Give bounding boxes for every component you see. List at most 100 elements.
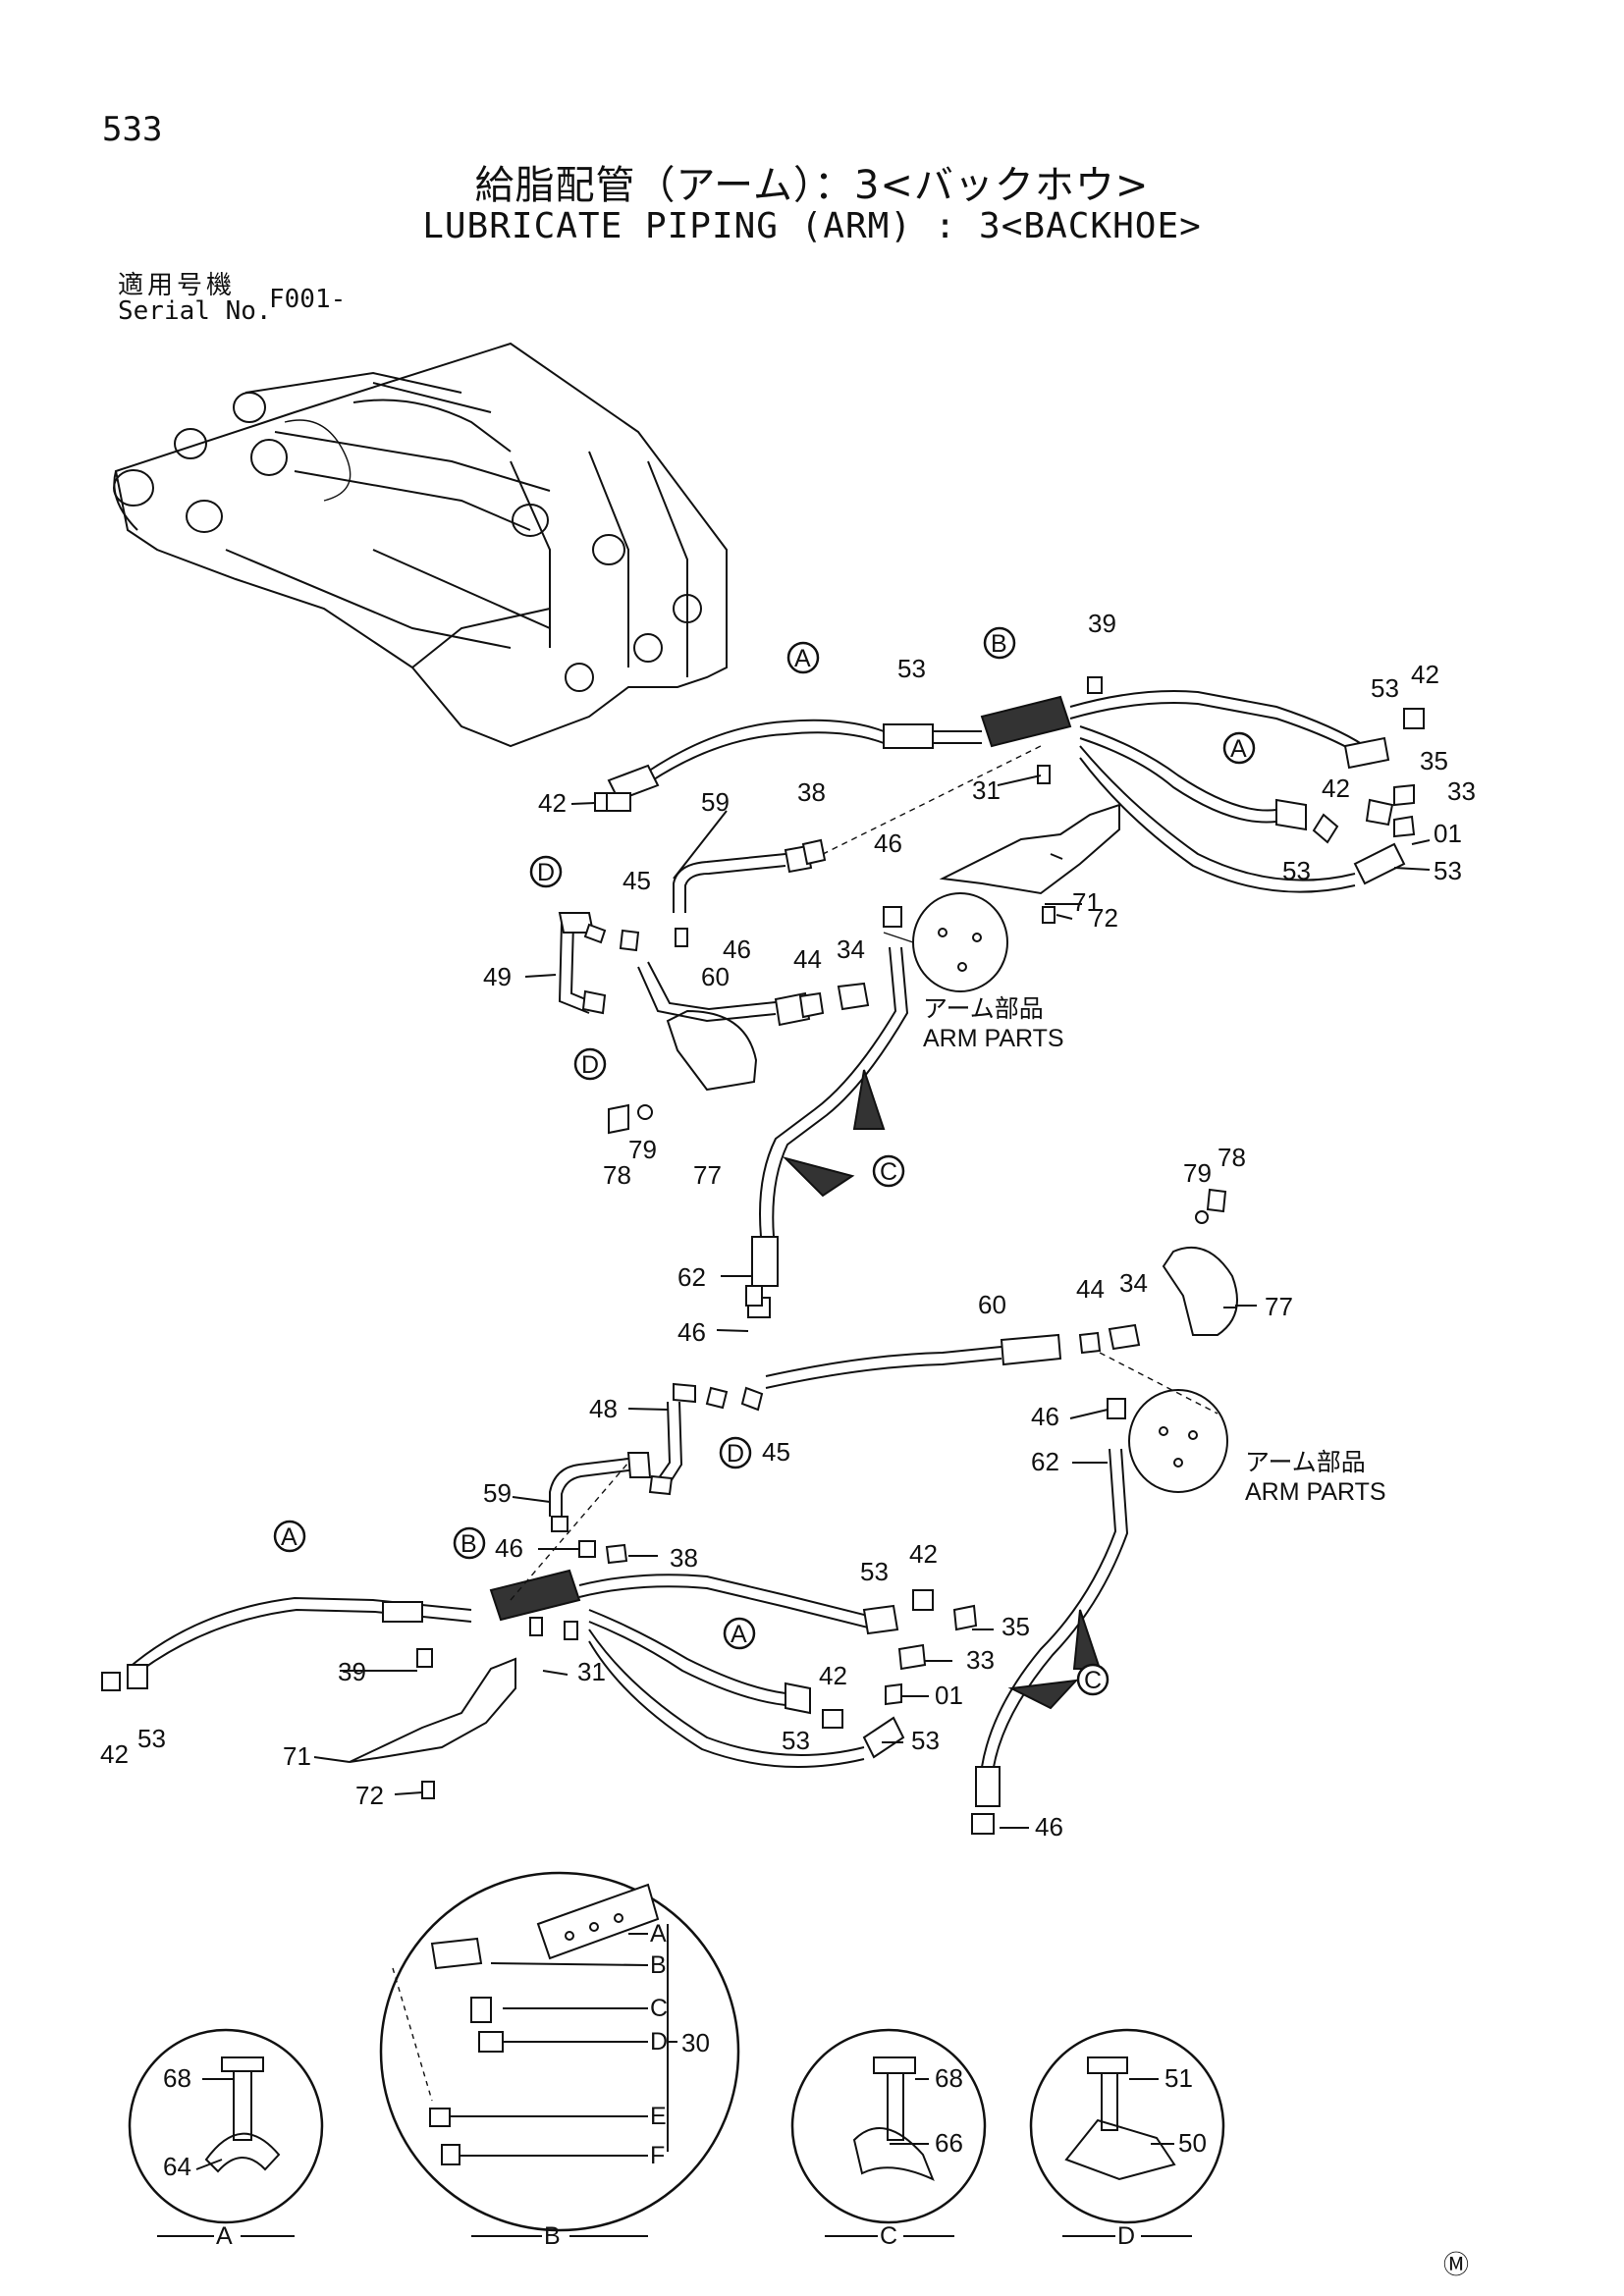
callout: 38 [670, 1543, 698, 1573]
callout: 53 [1434, 856, 1462, 885]
upper-assembly [558, 676, 1425, 1318]
page-title-english: LUBRICATE PIPING (ARM) : 3<BACKHOE> [422, 206, 1202, 246]
callout: 53 [897, 654, 926, 683]
page-number: 533 [102, 110, 163, 149]
detail-view-c [790, 2028, 987, 2224]
serial-label-english: Serial No. [118, 296, 272, 326]
callout: 66 [935, 2128, 963, 2158]
reference-letters: A B A D D C D A B A C [281, 630, 1247, 1694]
leader-lines [195, 774, 1431, 2170]
callout: 60 [978, 1290, 1006, 1319]
detail-label-c: C [880, 2222, 897, 2250]
detail-b-letter: D [650, 2028, 668, 2056]
callout: 46 [1031, 1402, 1059, 1431]
callout: 42 [1411, 660, 1439, 689]
reference-markers [273, 626, 1256, 1696]
callout: 79 [628, 1135, 657, 1164]
callout: 51 [1164, 2063, 1193, 2093]
ref-a-lower-mid: A [731, 1621, 747, 1648]
callout: 42 [819, 1661, 847, 1690]
arm-parts-label-en-lower: ARM PARTS [1245, 1478, 1386, 1506]
callout: 39 [1088, 609, 1116, 638]
arm-parts-label-en-upper: ARM PARTS [923, 1025, 1064, 1052]
callout: 01 [1434, 819, 1462, 848]
detail-callouts: 68 64 68 66 51 50 A B C D E F 30 A B C D [163, 1920, 1207, 2250]
callout: 78 [603, 1160, 631, 1190]
arm-parts-label-jp-upper: アーム部品 [923, 995, 1044, 1023]
callout: 53 [1371, 673, 1399, 703]
callout: 72 [355, 1781, 384, 1810]
callout: 77 [693, 1160, 722, 1190]
page-title-japanese: 給脂配管（アーム）：3<バックホウ> [474, 163, 1150, 208]
detail-label-d: D [1117, 2222, 1135, 2250]
callout: 45 [623, 866, 651, 895]
detail-view-a [128, 2028, 324, 2224]
callout: 53 [911, 1726, 940, 1755]
ref-a-upper: A [794, 645, 811, 672]
callout: 53 [782, 1726, 810, 1755]
callout: 48 [589, 1394, 618, 1423]
callout: 50 [1178, 2128, 1207, 2158]
callout: 44 [793, 944, 822, 974]
callout: 77 [1265, 1292, 1293, 1321]
callout: 33 [966, 1645, 995, 1675]
callout: 72 [1090, 903, 1118, 933]
callout: 35 [1001, 1612, 1030, 1641]
callout: 34 [837, 934, 865, 964]
serial-number-value: F001- [269, 285, 347, 314]
detail-b-letter: C [650, 1995, 668, 2022]
callout: 46 [1035, 1812, 1063, 1842]
callout: 62 [677, 1262, 706, 1292]
m-mark: Ⓜ [1443, 2250, 1469, 2279]
callout: 38 [797, 777, 826, 807]
ref-d-upper: D [537, 859, 555, 886]
callout: 53 [860, 1557, 889, 1586]
detail-view-d [1029, 2028, 1225, 2224]
callout: 71 [283, 1741, 311, 1771]
ref-d-upper-lower: D [581, 1051, 599, 1079]
callout: 79 [1183, 1158, 1212, 1188]
ref-b-lower: B [460, 1530, 477, 1558]
detail-label-a: A [216, 2222, 233, 2250]
lower-assembly [101, 1188, 1238, 1835]
callout: 42 [538, 788, 567, 818]
callout: 34 [1119, 1268, 1148, 1298]
callout: 46 [723, 934, 751, 964]
ref-a-lower: A [281, 1523, 298, 1551]
callout-numbers-lower: 79 78 77 60 44 34 46 62 48 45 59 46 38 5… [100, 1143, 1293, 1842]
callout-numbers-upper: 39 53 42 35 33 01 53 53 42 31 38 59 46 4… [483, 609, 1476, 1347]
callout: 46 [495, 1533, 523, 1563]
callout: 30 [681, 2028, 710, 2057]
callout: 64 [163, 2152, 191, 2181]
detail-b-letter: E [650, 2103, 667, 2130]
callout: 31 [972, 775, 1001, 805]
callout: 33 [1447, 776, 1476, 806]
callout: 53 [137, 1724, 166, 1753]
detail-b-letter: F [650, 2142, 665, 2169]
callout: 68 [935, 2063, 963, 2093]
callout: 42 [909, 1539, 938, 1569]
callout: 42 [1322, 774, 1350, 803]
callout: 31 [577, 1657, 606, 1686]
callout: 35 [1420, 746, 1448, 775]
callout: 59 [701, 787, 730, 817]
callout: 46 [677, 1317, 706, 1347]
callout: 49 [483, 962, 512, 991]
callout: 45 [762, 1437, 790, 1467]
ref-d-lower: D [727, 1440, 744, 1468]
detail-view-b [379, 1871, 740, 2232]
ref-b-upper: B [991, 630, 1007, 658]
callout: 78 [1218, 1143, 1246, 1172]
callout: 60 [701, 962, 730, 991]
arm-illustration [113, 342, 728, 748]
arm-parts-label-jp-lower: アーム部品 [1245, 1449, 1366, 1476]
callout: 53 [1282, 856, 1311, 885]
ref-a-upper-right: A [1230, 735, 1247, 763]
callout: 44 [1076, 1274, 1105, 1304]
callout: 62 [1031, 1447, 1059, 1476]
callout: 68 [163, 2063, 191, 2093]
ref-c-upper: C [880, 1158, 897, 1186]
detail-b-letter: B [650, 1951, 667, 1979]
callout: 46 [874, 828, 902, 858]
